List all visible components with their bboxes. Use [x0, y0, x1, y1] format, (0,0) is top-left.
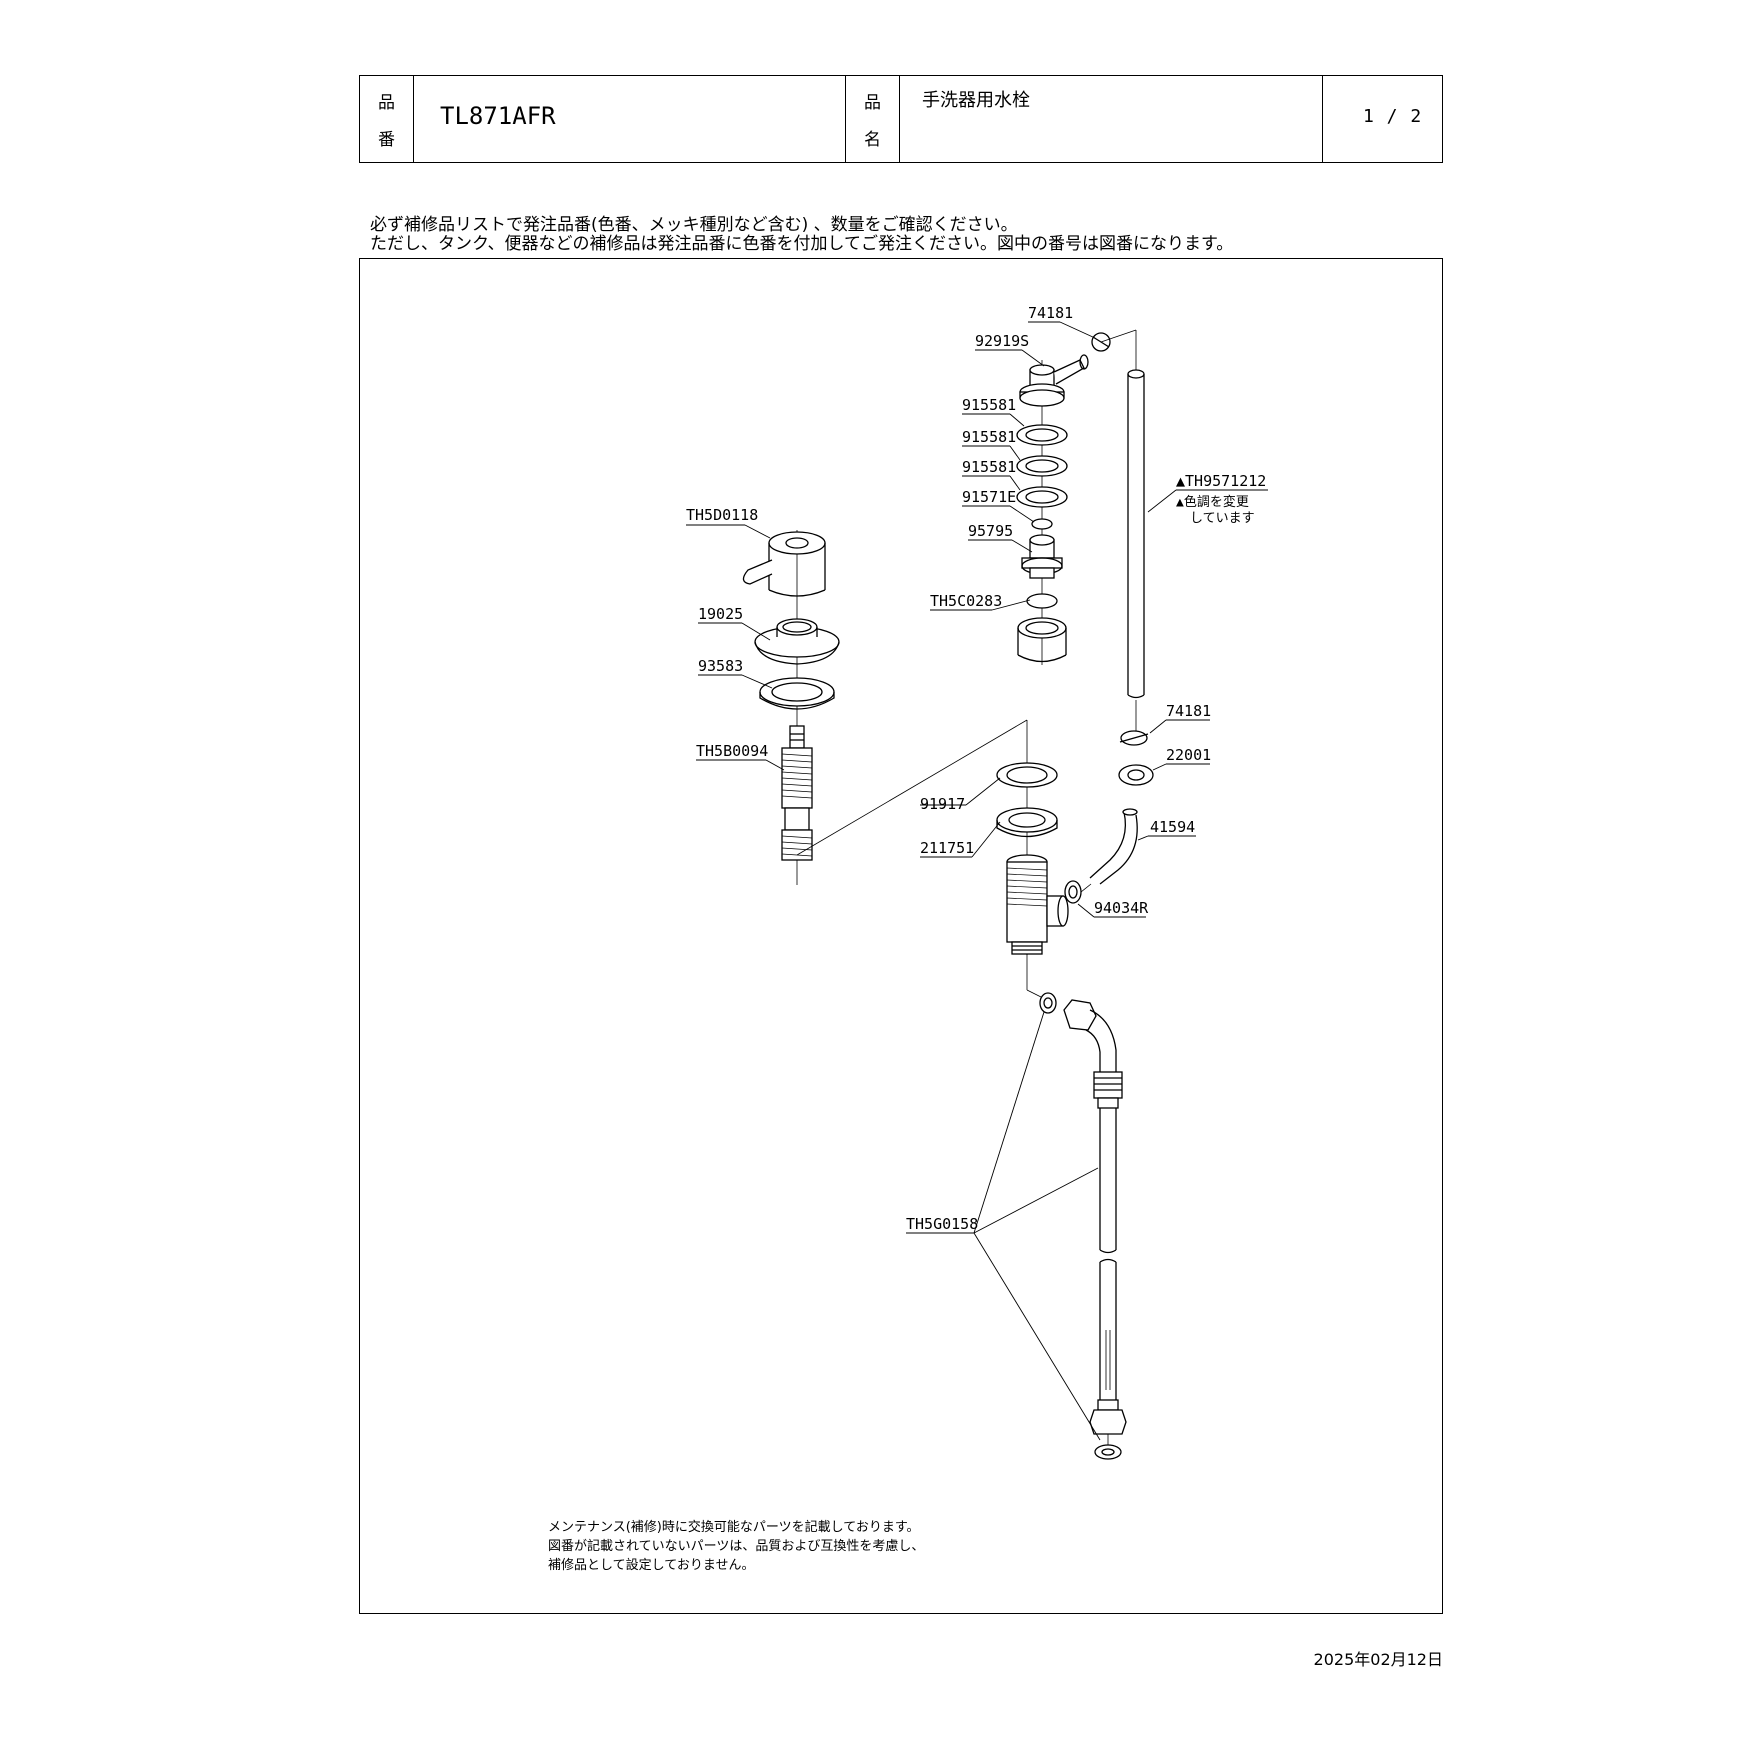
leader-lines	[686, 321, 1268, 1441]
label-41594: 41594	[1150, 818, 1195, 836]
label-74181-bottom: 74181	[1166, 702, 1211, 720]
label-color-note-1: ▲色調を変更	[1176, 494, 1249, 510]
label-915581-b: 915581	[962, 428, 1016, 446]
diagram-frame	[359, 258, 1443, 1614]
label-hin: 品	[378, 93, 395, 113]
label-TH5D0118: TH5D0118	[686, 506, 758, 524]
maintenance-note-1: メンテナンス(補修)時に交換可能なパーツを記載しております。	[548, 1520, 920, 1535]
valve-body	[996, 762, 1069, 1001]
maintenance-note-3: 補修品として設定しておりません。	[548, 1558, 755, 1573]
handle-assembly	[742, 530, 1028, 955]
product-code-label: 品 番	[360, 76, 414, 162]
issue-date: 2025年02月12日	[1313, 1650, 1443, 1669]
label-hin2: 品	[864, 93, 881, 113]
product-code-cell: TL871AFR	[414, 76, 846, 162]
label-915581-a: 915581	[962, 396, 1016, 414]
page-number: 1 / 2	[1363, 106, 1423, 127]
label-TH5B0094: TH5B0094	[696, 742, 768, 760]
label-color-note-2: しています	[1190, 511, 1255, 526]
label-74181-top: 74181	[1028, 304, 1073, 322]
part-labels: 74181 92919S 915581 915581 915581 91571E…	[686, 304, 1266, 1233]
notice-line-1: 必ず補修品リストで発注品番(色番、メッキ種別など含む) 、数量をご確認ください。	[370, 215, 1018, 235]
title-block: 品 番 TL871AFR 品 名 手洗器用水栓 1 / 2	[359, 75, 1443, 163]
label-19025: 19025	[698, 605, 743, 623]
label-TH5G0158: TH5G0158	[906, 1215, 978, 1233]
rod-assembly	[1064, 329, 1154, 904]
product-code: TL871AFR	[440, 102, 556, 130]
label-93583: 93583	[698, 657, 743, 675]
label-91571E: 91571E	[962, 488, 1016, 506]
label-TH5C0283: TH5C0283	[930, 592, 1002, 610]
product-name-label: 品 名	[846, 76, 900, 162]
notice-line-2: ただし、タンク、便器などの補修品は発注品番に色番を付加してご発注ください。図中の…	[370, 234, 1234, 254]
label-94034R: 94034R	[1094, 899, 1149, 917]
label-22001: 22001	[1166, 746, 1211, 764]
supply-hose	[1039, 992, 1127, 1460]
label-211751: 211751	[920, 839, 974, 857]
maintenance-note-2: 図番が記載されていないパーツは、品質および互換性を考慮し、	[548, 1539, 925, 1554]
label-95795: 95795	[968, 522, 1013, 540]
label-92919S: 92919S	[975, 332, 1029, 350]
page-number-cell: 1 / 2	[1323, 76, 1442, 162]
spout-assembly	[1016, 332, 1111, 665]
label-mei: 名	[864, 130, 881, 150]
product-name-cell: 手洗器用水栓	[900, 76, 1323, 162]
label-TH9571212: ▲TH9571212	[1176, 472, 1266, 490]
product-name: 手洗器用水栓	[922, 90, 1030, 111]
label-ban: 番	[378, 130, 395, 150]
label-915581-c: 915581	[962, 458, 1016, 476]
label-91917: 91917	[920, 795, 965, 813]
